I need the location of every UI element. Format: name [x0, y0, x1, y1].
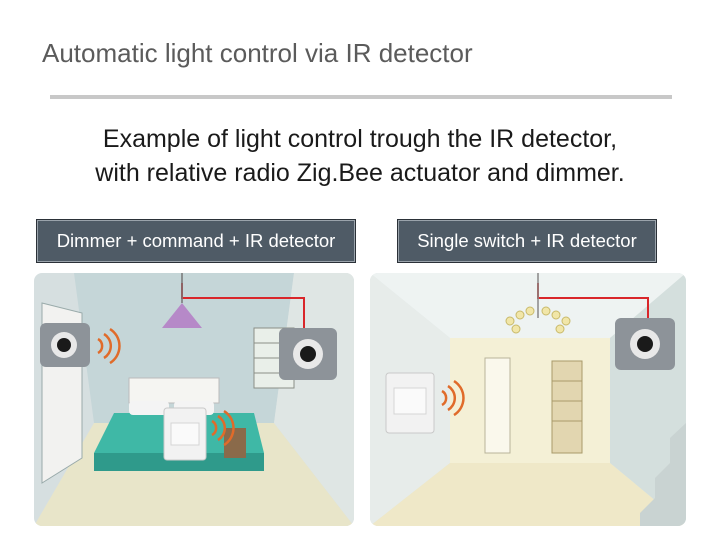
wireless-signal-icon: [211, 409, 235, 447]
caption-right: Single switch + IR detector: [397, 219, 657, 263]
ir-detector-icon: [40, 323, 90, 367]
caption-left: Dimmer + command + IR detector: [36, 219, 356, 263]
ir-detector-icon: [279, 328, 337, 380]
slide-subtitle: Example of light control trough the IR d…: [40, 122, 680, 190]
subtitle-line-1: Example of light control trough the IR d…: [102, 125, 618, 153]
hallway-illustration: [370, 273, 686, 526]
wireless-signal-icon: [441, 379, 465, 417]
bedroom-illustration: [34, 273, 354, 526]
slide-title: Automatic light control via IR detector: [42, 38, 473, 68]
ir-detector-icon: [615, 318, 675, 370]
wireless-signal-icon: [97, 327, 121, 365]
title-divider: [50, 95, 672, 99]
subtitle-line-2: with relative radio Zig.Bee actuator and…: [95, 159, 625, 187]
